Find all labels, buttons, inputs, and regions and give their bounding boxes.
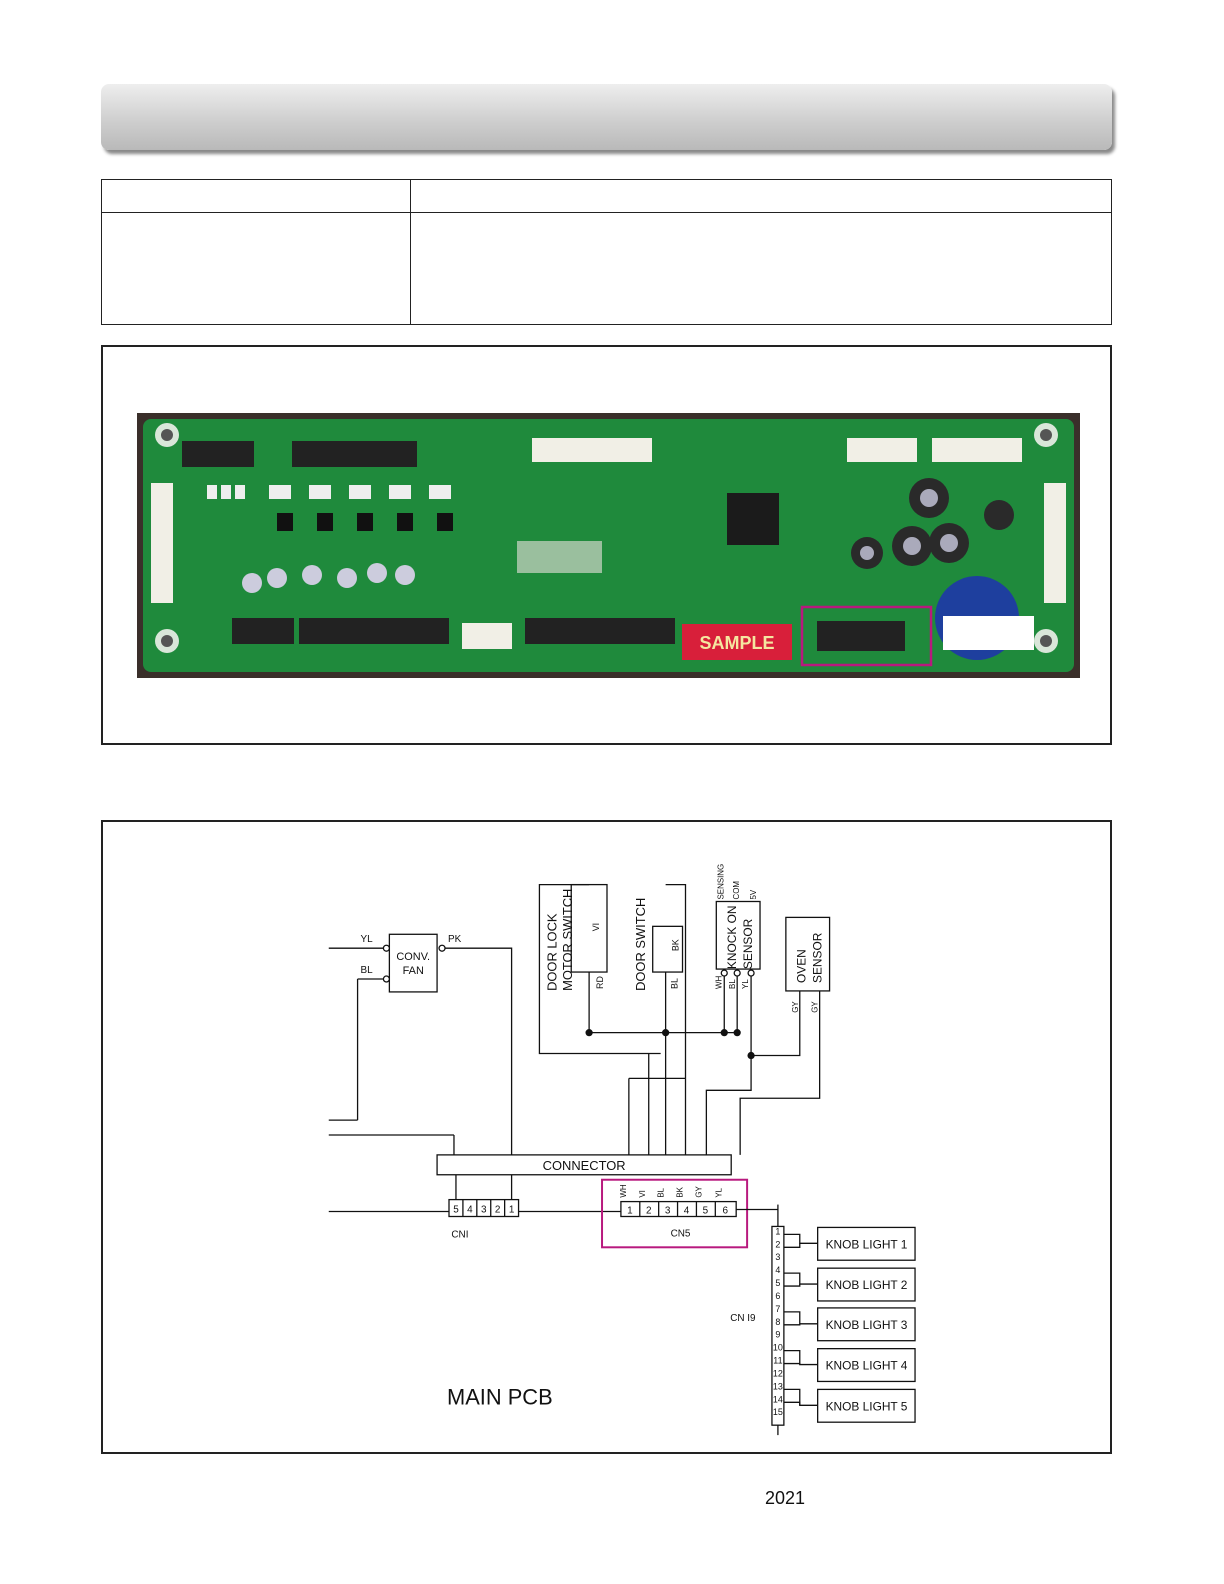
knob-light-label: KNOB LIGHT 5 [826, 1399, 908, 1413]
wire-vi-label: VI [591, 923, 601, 931]
oven-sensor-label-2: SENSOR [811, 932, 825, 983]
knob-light-label: KNOB LIGHT 1 [826, 1237, 908, 1251]
page-number: 2021 [765, 1488, 806, 1508]
cn19-pin: 14 [773, 1394, 783, 1404]
wire-wh-label: WH [714, 975, 723, 988]
knock-sensor-label-2: SENSOR [741, 918, 755, 969]
info-table-cell-right [410, 212, 1112, 325]
wire-gy-label: GY [791, 1001, 800, 1013]
info-table-cell-left [101, 212, 411, 325]
cn19-pin: 3 [775, 1252, 780, 1262]
cn5-connector [620, 1200, 737, 1218]
cn1-label: CNI [451, 1229, 468, 1240]
cn19-pin: 9 [775, 1330, 780, 1340]
info-table-header-right [410, 179, 1112, 213]
conv-fan-label-2: FAN [403, 965, 424, 977]
knob-light-label: KNOB LIGHT 4 [826, 1359, 908, 1373]
knob-light-label: KNOB LIGHT 3 [826, 1318, 908, 1332]
5v-pin-label: 5V [749, 889, 758, 899]
wire-bl-label-2: BL [670, 978, 680, 989]
oven-sensor-label: OVEN [795, 949, 809, 983]
cn19-pin: 7 [775, 1304, 780, 1314]
cn1-pin: 5 [453, 1205, 459, 1216]
cn19-pin: 5 [775, 1278, 780, 1288]
info-table [101, 179, 1112, 325]
info-table-header-left [101, 179, 411, 213]
cn19-connector [736, 1204, 785, 1436]
cn19-label: CN I9 [730, 1313, 756, 1324]
cn5-wire: WH [619, 1184, 628, 1197]
cn1-pin: 2 [495, 1205, 501, 1216]
connector-label: CONNECTOR [543, 1158, 626, 1173]
cn5-pin: 2 [646, 1206, 652, 1217]
wire-yl-label-2: YL [741, 979, 750, 989]
pcb-photo: SAMPLE [137, 413, 1080, 678]
cn5-pin: 5 [703, 1206, 709, 1217]
cn5-highlight-box [800, 605, 933, 667]
section-header-bar [101, 84, 1112, 150]
cn19-pin: 15 [773, 1407, 783, 1417]
wire-pk-label: PK [448, 934, 462, 945]
wire-rd-label: RD [595, 975, 605, 988]
cn1-pin: 4 [467, 1205, 473, 1216]
cn19-pin: 13 [773, 1381, 783, 1391]
cn5-wire: GY [694, 1185, 703, 1197]
com-pin-label: COM [732, 881, 741, 900]
cn19-pin: 10 [773, 1343, 783, 1353]
connector-bar [436, 1154, 732, 1176]
cn1-pin: 1 [509, 1205, 515, 1216]
wire-gy-label-2: GY [811, 1001, 820, 1013]
cn19-pin: 4 [775, 1265, 780, 1275]
cn5-highlight-box [601, 1178, 749, 1249]
conv-fan-box [388, 933, 438, 993]
knob-light-boxes [783, 1226, 916, 1423]
cn5-pin: 6 [722, 1206, 728, 1217]
wire-bl-label: BL [361, 965, 374, 976]
sample-label: SAMPLE [699, 633, 774, 653]
callout-box [943, 616, 1034, 650]
cn5-pin: 3 [665, 1206, 671, 1217]
cn5-wire: VI [638, 1190, 647, 1198]
cn19-pin: 12 [773, 1368, 783, 1378]
door-lock-label-2: MOTOR SWITCH [560, 889, 575, 991]
wire-yl-label: YL [361, 934, 374, 945]
cn19-pin: 1 [775, 1226, 780, 1236]
door-switch-label: DOOR SWITCH [633, 898, 648, 991]
conv-fan-label: CONV. [396, 951, 430, 963]
sensing-pin-label: SENSING [716, 864, 725, 900]
cn1-pin: 3 [481, 1205, 487, 1216]
cn19-pin: 2 [775, 1239, 780, 1249]
cn19-pin: 11 [773, 1356, 782, 1366]
cn19-pin: 6 [775, 1291, 780, 1301]
wire-bl-label-3: BL [728, 979, 737, 989]
schematic-frame: CONV. FAN YL BL PK DOOR LOCK MOTOR SWITC… [101, 820, 1112, 1454]
door-lock-label: DOOR LOCK [544, 913, 559, 991]
cn5-wire: YL [714, 1187, 723, 1197]
knock-sensor-label: KNOCK ON [725, 906, 739, 970]
wire-bk-label: BK [671, 939, 681, 951]
cn5-pin: 4 [684, 1206, 690, 1217]
knob-light-label: KNOB LIGHT 2 [826, 1278, 908, 1292]
cn5-label: CN5 [671, 1228, 691, 1239]
main-pcb-label: MAIN PCB [447, 1384, 553, 1409]
cn19-pin: 8 [775, 1317, 780, 1327]
cn1-connector [448, 1198, 520, 1218]
wiring-schematic: CONV. FAN YL BL PK DOOR LOCK MOTOR SWITC… [328, 864, 916, 1436]
cn5-pin: 1 [627, 1206, 633, 1217]
cn5-wire: BL [657, 1187, 666, 1197]
cn5-wire: BK [676, 1186, 685, 1197]
pcb-photo-frame: SAMPLE [101, 345, 1112, 745]
